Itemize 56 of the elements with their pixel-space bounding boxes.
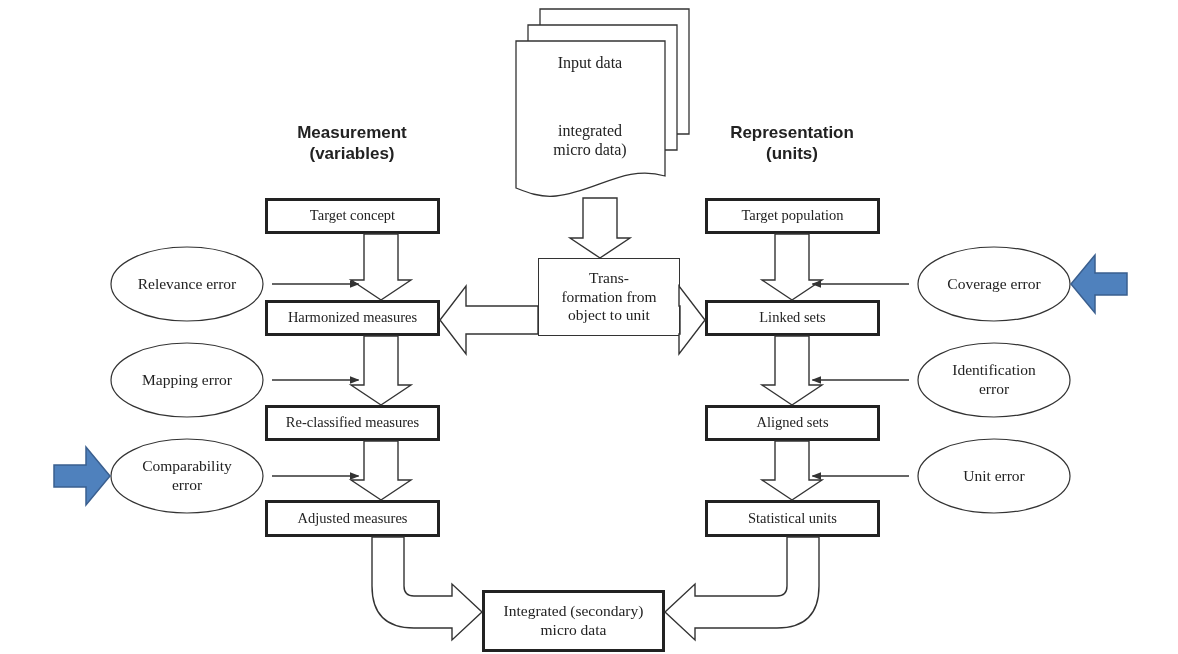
curved-block-arrow (371, 536, 483, 641)
node-text: Target concept (309, 207, 396, 225)
process-box (705, 300, 880, 336)
node-text: Re-classified measures (285, 414, 420, 432)
arrow (811, 376, 910, 384)
node-text: Relevance error (137, 274, 237, 294)
block-arrow (567, 197, 633, 259)
process-box (265, 198, 440, 234)
process-box (705, 198, 880, 234)
node-text: Adjusted measures (297, 509, 408, 528)
node-text: Statistical units (748, 509, 837, 528)
arrow (811, 472, 910, 480)
node-text: Trans- formation from object to unit (560, 269, 658, 325)
document-stack (515, 8, 690, 198)
node-text: Aligned sets (756, 414, 829, 432)
process-box (265, 500, 440, 537)
node-text: Comparability error (141, 457, 233, 495)
block-arrow (759, 335, 825, 406)
node-text: Target population (741, 207, 844, 225)
node-text: Identification error (951, 361, 1037, 399)
error-ellipse (110, 342, 264, 418)
node-text: Integrated (secondary) micro data (502, 602, 645, 640)
process-box (705, 405, 880, 441)
block-arrow (759, 440, 825, 501)
error-ellipse (917, 246, 1071, 322)
arrow (271, 280, 360, 288)
block-arrow (348, 440, 414, 501)
transformation-box (538, 258, 680, 336)
block-arrow (53, 444, 111, 508)
block-arrow (439, 283, 539, 357)
arrow (271, 472, 360, 480)
column-heading: Measurement (variables) (296, 122, 408, 165)
document-text: integrated micro data) (552, 121, 628, 160)
process-box (705, 500, 880, 537)
block-arrow (348, 233, 414, 301)
block-arrow (759, 233, 825, 301)
curved-block-arrow (664, 536, 820, 641)
error-ellipse (917, 342, 1071, 418)
node-text: Linked sets (759, 309, 826, 327)
error-ellipse (110, 438, 264, 514)
process-box (265, 405, 440, 441)
block-arrow (348, 335, 414, 406)
error-ellipse (110, 246, 264, 322)
process-box (265, 300, 440, 336)
column-heading: Representation (units) (729, 122, 855, 165)
document-text: Input data (556, 53, 624, 73)
block-arrow (1070, 252, 1128, 316)
block-arrow (678, 283, 706, 357)
node-text: Unit error (963, 466, 1025, 486)
node-text: Coverage error (947, 274, 1041, 294)
node-text: Harmonized measures (287, 309, 418, 327)
arrow (271, 376, 360, 384)
output-box (482, 590, 665, 652)
node-text: Mapping error (142, 370, 232, 390)
arrow (811, 280, 910, 288)
error-ellipse (917, 438, 1071, 514)
